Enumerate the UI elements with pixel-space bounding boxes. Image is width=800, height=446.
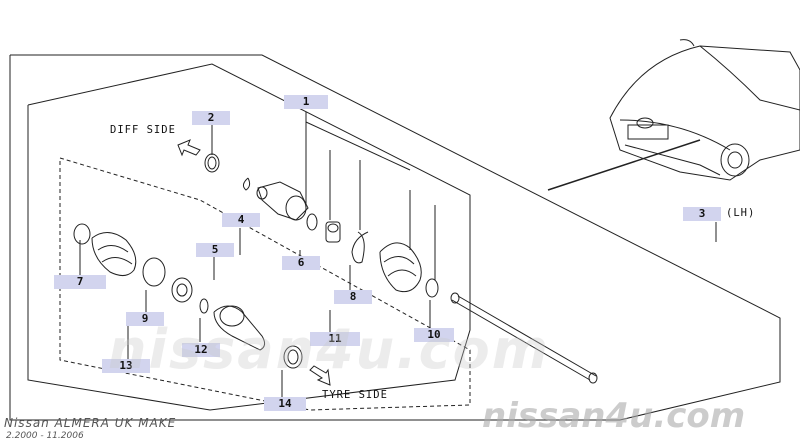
part-outer-joint (213, 305, 266, 351)
callout-2[interactable]: 2 (192, 111, 230, 125)
part-circlip-4 (242, 177, 251, 191)
part-ball-cage (171, 277, 193, 303)
part-ring-12 (199, 298, 209, 314)
period-caption: 2.2000 - 11.2006 (6, 431, 84, 441)
part-spider-assembly (325, 221, 341, 243)
diff-side-label: DIFF SIDE (110, 124, 176, 136)
diff-side-arrow-icon (177, 139, 201, 157)
tyre-side-label: TYRE SIDE (322, 389, 388, 401)
watermark-center: nissan4u.com (108, 318, 551, 381)
callout-5[interactable]: 5 (196, 243, 234, 257)
watermark-corner: nissan4u.com (482, 396, 746, 436)
part-band-7 (73, 223, 91, 245)
callout-1[interactable]: 1 (284, 95, 328, 109)
callout-14[interactable]: 14 (264, 397, 306, 411)
callout-10[interactable]: 10 (414, 328, 454, 342)
callout-12[interactable]: 12 (182, 343, 220, 357)
outer-group-outline (9, 54, 781, 421)
part-band-10 (425, 278, 439, 298)
callout-11[interactable]: 11 (310, 332, 360, 346)
tyre-side-arrow-icon (309, 365, 331, 386)
callout-9[interactable]: 9 (126, 312, 164, 326)
part-inner-joint-housing (256, 181, 309, 221)
part-band-9 (142, 257, 166, 287)
callout-4[interactable]: 4 (222, 213, 260, 227)
part-dust-seal-14 (283, 345, 303, 369)
middle-group-outline (27, 63, 471, 411)
part-boot-inner (379, 242, 422, 293)
model-caption: Nissan ALMERA UK MAKE (4, 416, 177, 430)
lh-label: (LH) (726, 207, 756, 219)
part-snap-ring-2 (204, 153, 220, 173)
callout-13[interactable]: 13 (102, 359, 150, 373)
callout-3[interactable]: 3 (683, 207, 721, 221)
part-boot-band-8 (351, 231, 369, 264)
callout-6[interactable]: 6 (282, 256, 320, 270)
car-location-illustration (547, 39, 800, 191)
callout-7[interactable]: 7 (54, 275, 106, 289)
part-boot-outer (91, 232, 137, 276)
callout-8[interactable]: 8 (334, 290, 372, 304)
part-drive-shaft (450, 292, 598, 384)
inner-group-outline (59, 157, 471, 411)
part-ring-6 (306, 213, 318, 231)
